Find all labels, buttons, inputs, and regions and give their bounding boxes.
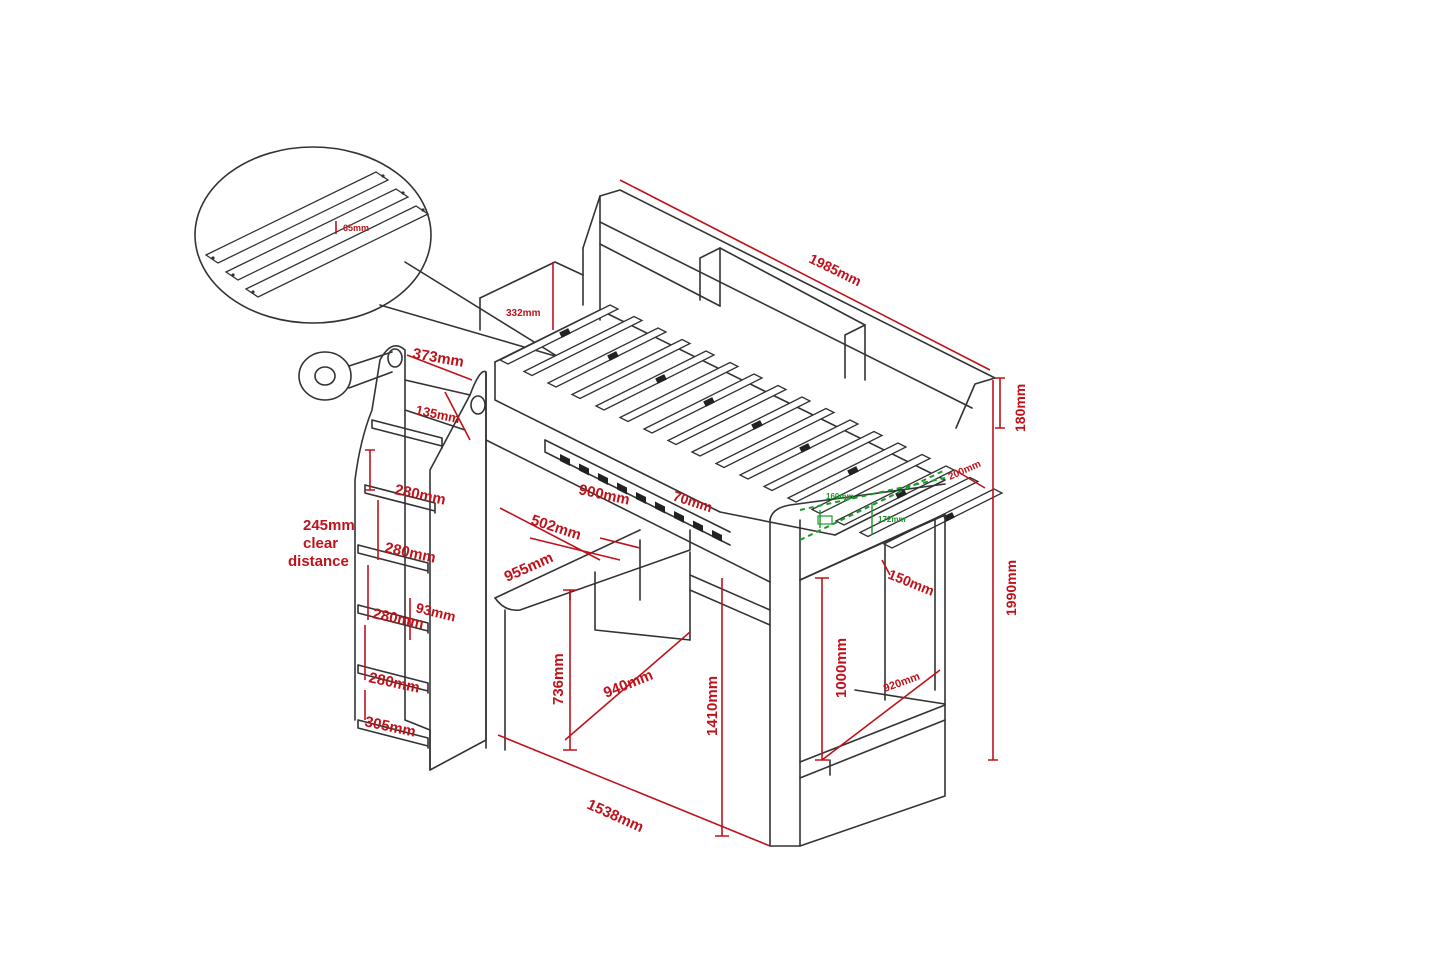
- base-length-label: 1538mm: [584, 796, 646, 836]
- overall-length-label: 1985mm: [807, 250, 864, 289]
- bed-slat: [738, 419, 860, 480]
- slat-gap-label: 70mm: [671, 488, 714, 516]
- bed-slat: [762, 430, 884, 492]
- headboard-height-label: 332mm: [506, 308, 541, 319]
- desk-width-label: 955mm: [502, 549, 556, 586]
- clear-distance-line3: distance: [288, 553, 349, 570]
- ladder-step: [371, 419, 443, 449]
- rail-gap: [693, 520, 703, 533]
- slat-spacing-label: 160mm: [826, 492, 854, 501]
- ladder-step: [357, 544, 429, 574]
- slat-inset-label: 65mm: [343, 223, 369, 233]
- rail-gap: [636, 492, 646, 504]
- bed-width-label: 900mm: [577, 481, 631, 508]
- clear-distance-line1: 245mm: [303, 517, 355, 534]
- under-clearance-label: 1000mm: [833, 638, 850, 698]
- base-width-label: 920mm: [882, 671, 922, 695]
- desk-height-label: 736mm: [550, 653, 567, 705]
- underbed-height-label: 1410mm: [704, 676, 721, 736]
- slat-gap-mark: [703, 397, 715, 407]
- rail-gap: [560, 454, 570, 466]
- rail-gap: [617, 482, 627, 495]
- slat-gap-mark: [751, 420, 763, 430]
- bed-slat: [858, 476, 980, 538]
- step-4-label: 280mm: [367, 669, 421, 696]
- bed-slat: [882, 488, 1004, 549]
- bed-slat: [498, 304, 620, 365]
- slat-deck: [494, 304, 1004, 549]
- bed-slat: [714, 407, 836, 469]
- slat-gap-mark: [799, 443, 811, 453]
- ladder: [354, 344, 487, 771]
- slat-gap-mark: [847, 466, 859, 476]
- ladder-step: [357, 719, 429, 749]
- overall-height-label: 1990mm: [1003, 560, 1019, 616]
- step-2-label: 280mm: [383, 539, 437, 566]
- slat-gap-mark: [895, 489, 907, 499]
- slat-gap-mark: [607, 351, 619, 361]
- rail-gap: [598, 473, 608, 485]
- bed-slat: [666, 384, 788, 446]
- slat-thickness-label: 172mm: [878, 515, 906, 524]
- ladder-top-label: 135mm: [414, 402, 461, 426]
- slat-detail-callout: 65mm: [194, 146, 561, 359]
- bed-slat: [618, 361, 740, 423]
- bed-slat: [570, 338, 692, 400]
- rail-gap: [655, 501, 665, 514]
- rail-gap-label: 150mm: [886, 566, 937, 599]
- bed-slat: [522, 315, 644, 377]
- under-length-label: 940mm: [601, 667, 655, 702]
- green-annotations: 160mm 172mm: [799, 469, 946, 541]
- hole-detail-callout: [298, 351, 393, 401]
- mattress-depth-label: 200mm: [947, 459, 983, 483]
- slat-gap-mark: [655, 374, 667, 384]
- back-headboard: [479, 189, 996, 429]
- bed-slat: [546, 327, 668, 388]
- bed-slat: [594, 350, 716, 411]
- dimension-lines: [364, 179, 1005, 847]
- bed-slat: [786, 442, 908, 503]
- ladder-step: [357, 604, 429, 634]
- slat-gap-mark: [559, 328, 571, 338]
- ladder-step: [364, 484, 436, 514]
- clear-distance-line2: clear: [303, 535, 338, 552]
- bed-slat: [642, 373, 764, 434]
- step-1-label: 280mm: [393, 481, 447, 508]
- rail-gap: [674, 511, 684, 523]
- slat-gap-mark: [943, 512, 955, 522]
- ladder-step: [357, 664, 429, 694]
- rail-gap: [712, 530, 722, 542]
- bed-slat: [690, 396, 812, 457]
- guard-height-label: 180mm: [1012, 384, 1028, 432]
- rail-gap: [579, 463, 589, 476]
